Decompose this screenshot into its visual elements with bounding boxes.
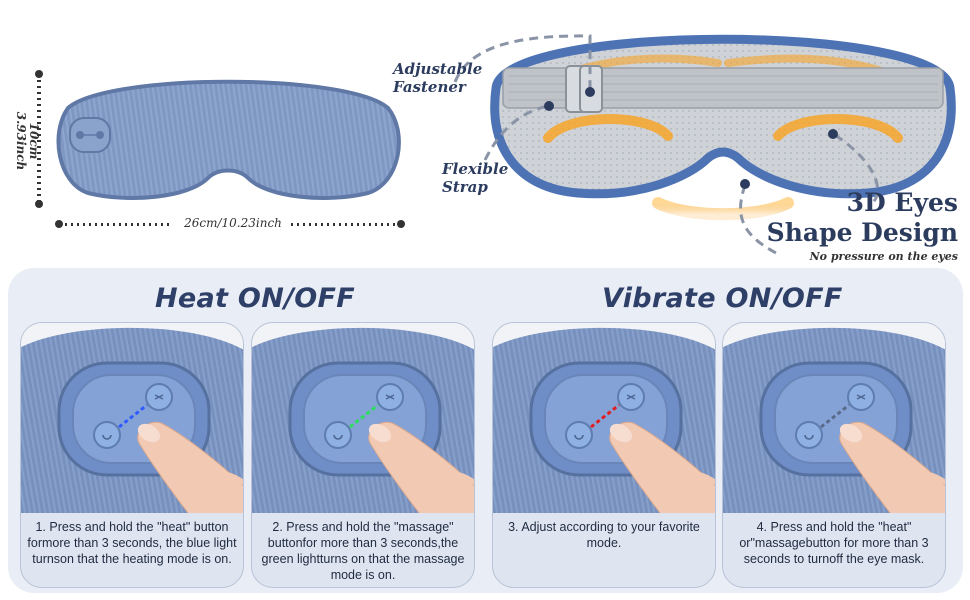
step-photo bbox=[493, 323, 715, 513]
step-photo bbox=[21, 323, 243, 513]
step-card: 1. Press and hold the "heat" button form… bbox=[20, 322, 244, 588]
headline-line-2: Shape Design bbox=[766, 218, 958, 247]
step-caption: 3. Adjust according to your favorite mod… bbox=[508, 520, 700, 550]
eye-mask-front-image bbox=[56, 79, 401, 200]
step-caption: 1. Press and hold the "heat" button form… bbox=[27, 520, 237, 566]
step-photo bbox=[252, 323, 474, 513]
dimension-endpoint bbox=[397, 220, 405, 228]
height-label: 10cm 3.93inch bbox=[14, 111, 41, 171]
height-dimension: 10cm 3.93inch bbox=[8, 68, 48, 208]
width-label: 26cm/10.23inch bbox=[184, 216, 282, 230]
step-photo bbox=[723, 323, 945, 513]
step-card: 3. Adjust according to your favorite mod… bbox=[492, 322, 716, 588]
step-card: 4. Press and hold the "heat" or"massageb… bbox=[722, 322, 946, 588]
step-card: 2. Press and hold the "massage" buttonfo… bbox=[251, 322, 475, 588]
dimension-line bbox=[291, 223, 401, 226]
headline-subtitle: No pressure on the eyes bbox=[809, 250, 958, 263]
vibrate-section-title: Vibrate ON/OFF bbox=[602, 283, 843, 314]
heat-section-title: Heat ON/OFF bbox=[155, 283, 355, 314]
width-dimension: 26cm/10.23inch bbox=[55, 216, 405, 232]
feature-headline: 3D Eyes Shape Design No pressure on the … bbox=[767, 188, 958, 263]
dimension-line bbox=[59, 223, 169, 226]
dimension-line bbox=[37, 74, 41, 202]
headline-line-1: 3D Eyes bbox=[846, 188, 958, 217]
dimension-endpoint bbox=[35, 200, 43, 208]
flexible-strap-callout: Flexible Strap bbox=[442, 160, 509, 196]
adjustable-fastener-callout: Adjustable Fastener bbox=[393, 60, 483, 96]
step-caption: 2. Press and hold the "massage" buttonfo… bbox=[261, 520, 465, 582]
step-caption: 4. Press and hold the "heat" or"massageb… bbox=[739, 520, 929, 566]
